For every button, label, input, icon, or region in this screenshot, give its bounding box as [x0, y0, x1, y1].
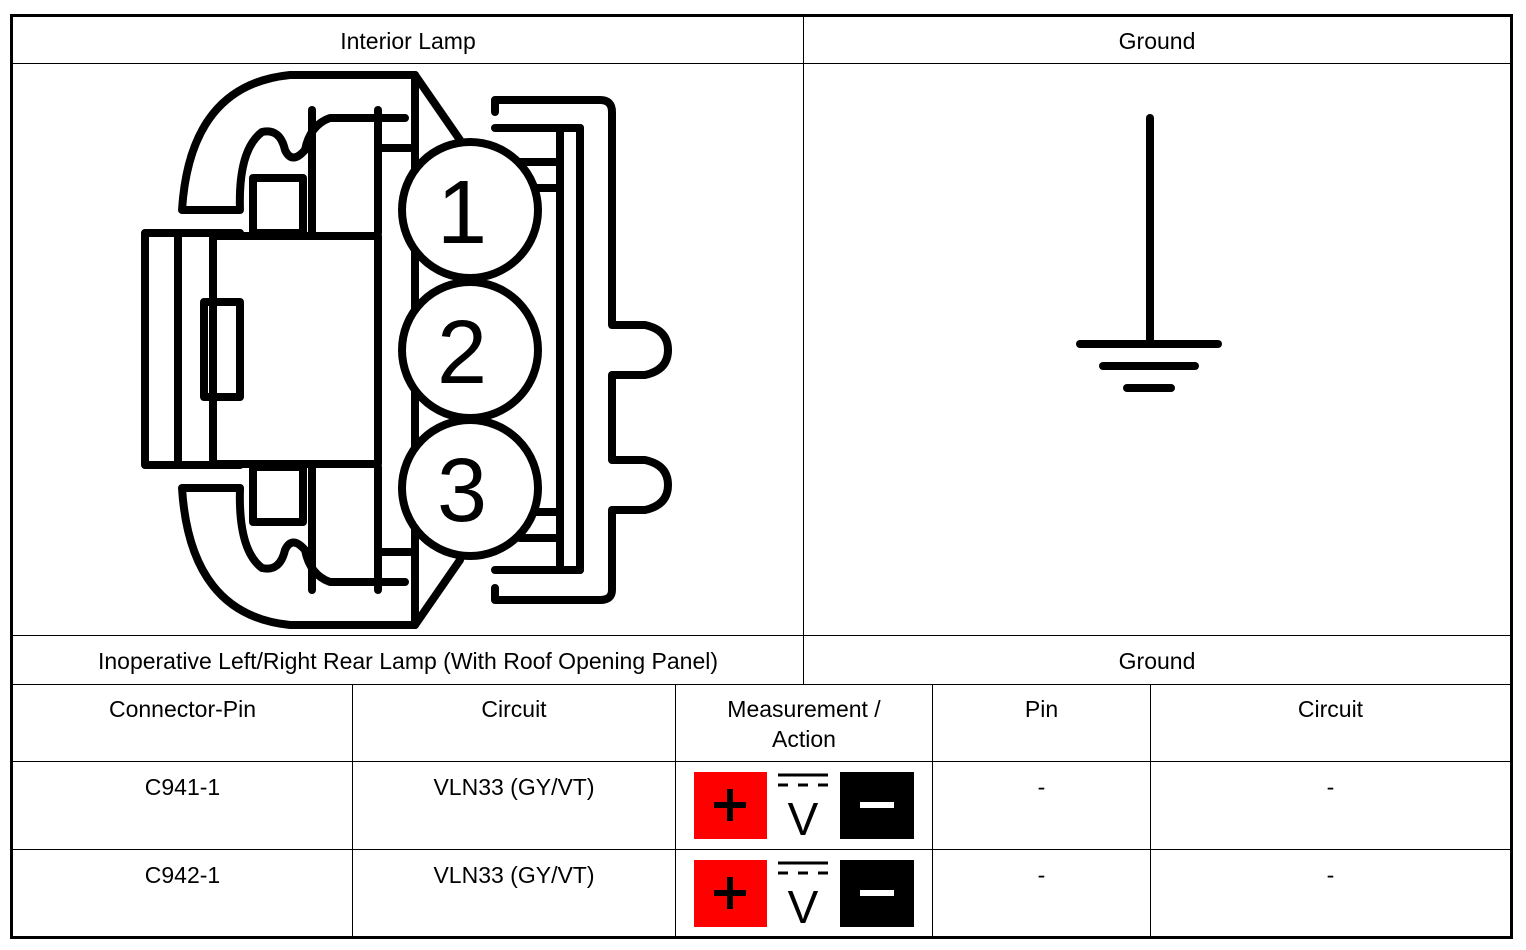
minus-icon [840, 772, 914, 839]
divider [12, 635, 1510, 636]
divider [675, 684, 676, 936]
col-header-pin: Pin [1024, 696, 1059, 722]
caption-symptom: Inoperative Left/Right Rear Lamp (With R… [97, 648, 719, 674]
table-row-1-measurement: V [694, 771, 914, 845]
pin-3-label: 3 [437, 441, 487, 541]
col-header-circuit: Circuit [481, 696, 547, 722]
col-header-measurement-action: Measurement / Action [727, 696, 881, 752]
ground-symbol-icon [1076, 114, 1222, 392]
table-row-2-measurement: V [694, 859, 914, 933]
connector-diagram: 1 2 3 [141, 71, 672, 629]
header-interior-lamp: Interior Lamp [340, 28, 476, 54]
caption-ground: Ground [1118, 648, 1196, 674]
minus-icon [840, 860, 914, 927]
divider [12, 761, 1510, 762]
table-row-2-pin: - [1037, 862, 1046, 888]
dc-voltage-icon: V [778, 861, 828, 933]
header-ground: Ground [1118, 28, 1196, 54]
divider [932, 684, 933, 936]
divider [352, 684, 353, 936]
pin-2-label: 2 [437, 303, 487, 403]
col-header-connector-pin: Connector-Pin [108, 696, 257, 722]
table-row-2-circuit: VLN33 (GY/VT) [433, 862, 595, 888]
table-row-2-circuit-2: - [1326, 862, 1335, 888]
meter-label: V [788, 881, 819, 927]
divider [12, 849, 1510, 850]
table-row-2-connector-pin: C942-1 [144, 862, 221, 888]
table-row-1-pin: - [1037, 774, 1046, 800]
divider [1150, 684, 1151, 936]
table-row-1-connector-pin: C941-1 [144, 774, 221, 800]
divider [12, 63, 1510, 64]
document-frame [10, 14, 1513, 939]
meter-label: V [788, 793, 819, 839]
col-header-circuit-2: Circuit [1297, 696, 1364, 722]
table-row-1-circuit-2: - [1326, 774, 1335, 800]
plus-icon [694, 860, 767, 927]
divider [803, 17, 804, 684]
table-row-1-circuit: VLN33 (GY/VT) [433, 774, 595, 800]
dc-voltage-icon: V [778, 773, 828, 845]
divider [12, 684, 1510, 685]
plus-icon [694, 772, 767, 839]
pin-1-label: 1 [437, 163, 487, 263]
